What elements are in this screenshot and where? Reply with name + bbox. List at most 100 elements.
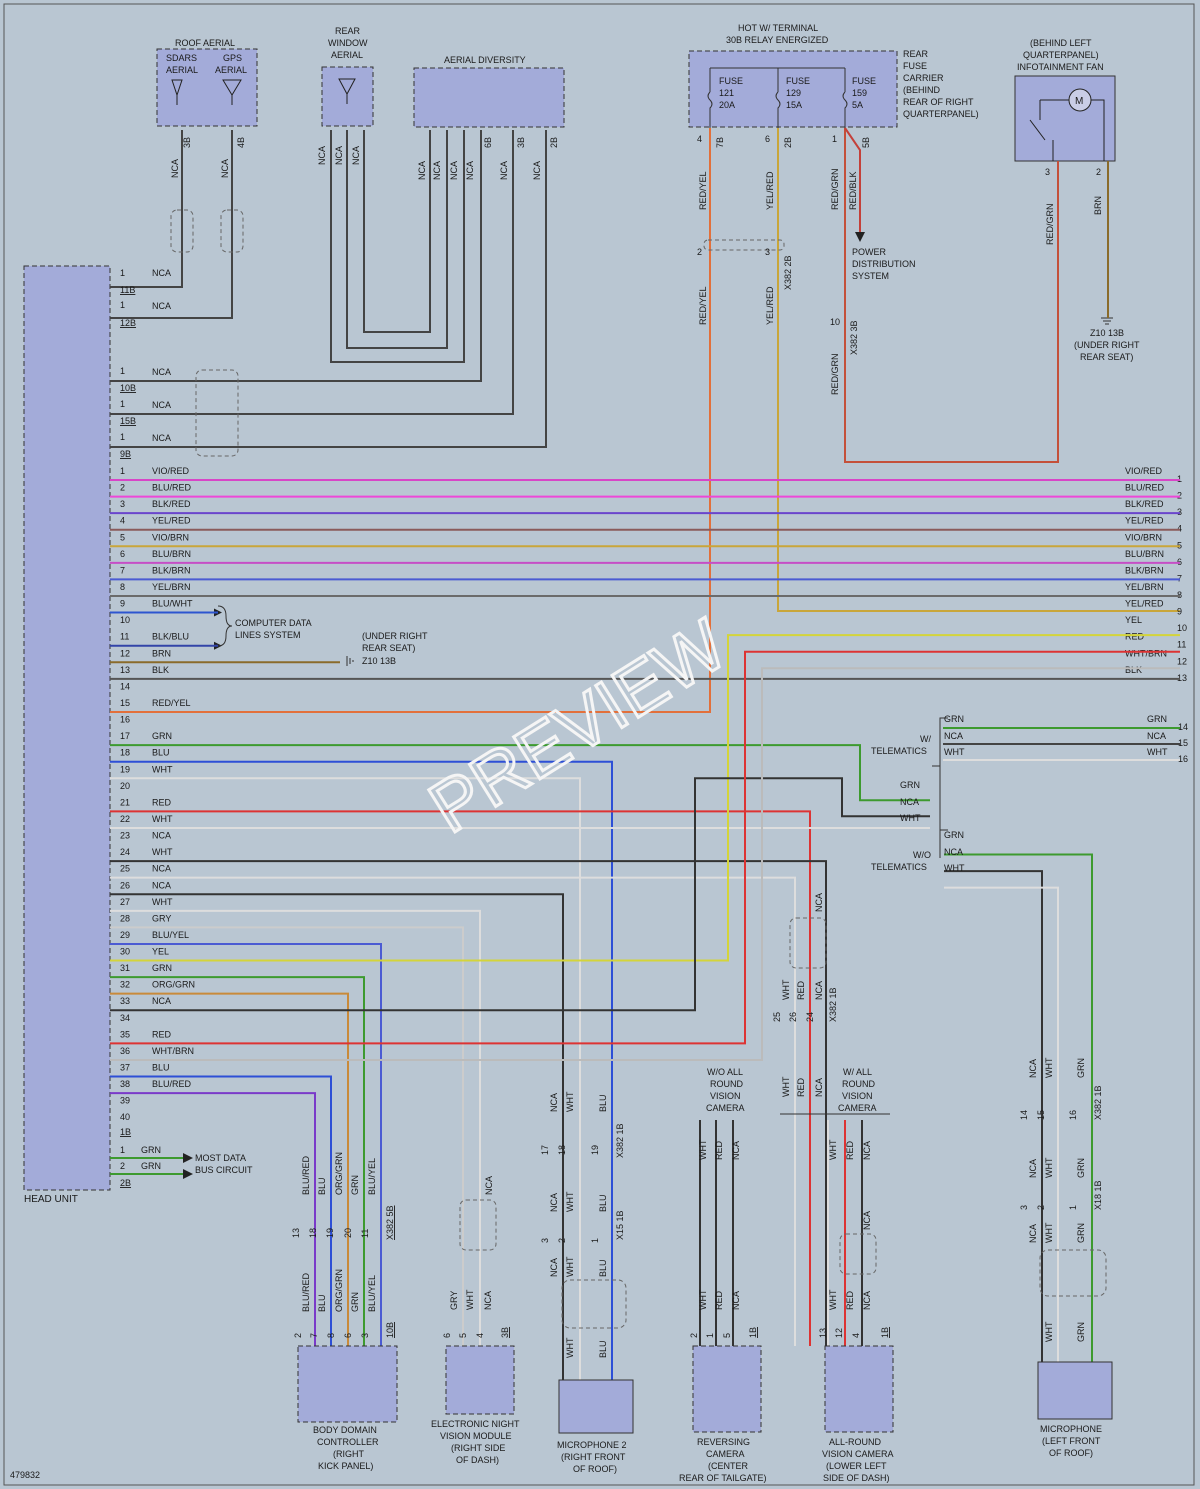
conn-label: 10B: [120, 383, 136, 393]
right-wire-label: BLK/BRN: [1125, 565, 1164, 575]
tw-3: WHT: [944, 747, 965, 757]
pin-label: YEL: [152, 947, 169, 957]
twr-1: GRN: [1147, 714, 1167, 724]
rc-1: REVERSING: [697, 1437, 750, 1447]
pin-number: 5: [120, 532, 125, 542]
pin-number: 24: [805, 1012, 815, 1022]
pin-number: 10: [120, 615, 130, 625]
fan-pin-2: 2: [1096, 167, 1101, 177]
x382-3b: X382 3B: [849, 320, 859, 355]
vertical-wire-label: WHT: [1044, 1321, 1054, 1342]
svg-text:1: 1: [120, 366, 125, 376]
right-wire-label: BLU/BRN: [1125, 549, 1164, 559]
pin-number: 17: [120, 731, 130, 741]
pin-label: BLU/RED: [152, 1079, 192, 1089]
pin-label: NCA: [152, 367, 171, 377]
pin-number: 36: [120, 1046, 130, 1056]
vertical-wire-label: WHT: [828, 1139, 838, 1160]
vertical-wire-label: GRN: [1076, 1322, 1086, 1342]
pin-label: WHT: [152, 814, 173, 824]
pin-label: WHT/BRN: [152, 1046, 194, 1056]
pin-label: BLK/BRN: [152, 565, 191, 575]
wire-loop-3: [363, 130, 431, 333]
right-pin: 12: [1177, 656, 1187, 666]
tm-1: GRN: [900, 780, 920, 790]
tm-2: NCA: [900, 797, 919, 807]
wo-4: CAMERA: [706, 1103, 745, 1113]
fan-wire-2: BRN: [1093, 196, 1103, 215]
w-2: ROUND: [842, 1079, 875, 1089]
pin-number: 13: [818, 1328, 828, 1338]
vertical-wire-label: BLU: [317, 1294, 327, 1312]
bdc-3: (RIGHT: [333, 1449, 364, 1459]
pin-number: 18: [557, 1145, 567, 1155]
div-w5: NCA: [499, 161, 509, 180]
right-wire-label: VIO/BRN: [1125, 532, 1162, 542]
gnd-fan-2: (UNDER RIGHT: [1074, 340, 1140, 350]
vertical-wire-label: NCA: [484, 1176, 494, 1195]
pin-number: 35: [120, 1029, 130, 1039]
vertical-wire-label: RED: [845, 1290, 855, 1310]
wire: [110, 634, 1180, 962]
vertical-wire-label: NCA: [862, 1211, 872, 1230]
antenna-icon: [171, 79, 183, 105]
vertical-wire-label: RED: [845, 1140, 855, 1160]
pin-label: BLK/RED: [152, 499, 191, 509]
pin-number: 2: [689, 1333, 699, 1338]
reversing-camera: REVERSING CAMERA (CENTER REAR OF TAILGAT…: [679, 1067, 767, 1483]
wo-1: W/O ALL: [707, 1067, 743, 1077]
fmp-3: 10: [830, 317, 840, 327]
pin-number: 23: [120, 831, 130, 841]
shield: [220, 209, 244, 253]
aerial-diversity: AERIAL DIVERSITY NCA NCA NCA NCA NCA NCA…: [413, 55, 565, 180]
top-wires: [110, 127, 1180, 713]
pin-number: 16: [1068, 1110, 1078, 1120]
vertical-wire-label: BLU/YEL: [367, 1158, 377, 1195]
right-pin: 9: [1177, 607, 1182, 617]
vertical-wire-label: GRN: [350, 1292, 360, 1312]
vertical-wire-label: RED: [714, 1140, 724, 1160]
pin-label: RED: [152, 1029, 172, 1039]
x382-1b-micl: X382 1B: [1093, 1085, 1103, 1120]
pin-number: 14: [120, 681, 130, 691]
head-unit-box: [23, 265, 111, 1191]
svg-text:1: 1: [120, 432, 125, 442]
svg-text:1: 1: [120, 268, 125, 278]
pin-label: VIO/BRN: [152, 532, 189, 542]
vertical-wire-label: GRY: [449, 1291, 459, 1310]
pd-1: POWER: [852, 247, 887, 257]
fan-internal-wiring: [1029, 99, 1105, 161]
pin-number: 37: [120, 1063, 130, 1073]
wire: [110, 810, 811, 1346]
right-wire-label: YEL/BRN: [1125, 582, 1164, 592]
wo-3: VISION: [710, 1091, 741, 1101]
w-3: VISION: [842, 1091, 873, 1101]
tw-1: GRN: [944, 714, 964, 724]
fuse-pin-c1: 7B: [715, 137, 725, 148]
pin-label: BLU/YEL: [152, 930, 189, 940]
wire-loop-2: [346, 130, 448, 349]
gps-label-2: AERIAL: [215, 65, 247, 75]
wire-red-yel: [110, 128, 711, 713]
pin-number: 19: [590, 1145, 600, 1155]
nv-conn: 3B: [500, 1327, 510, 1338]
conn-label: 12B: [120, 318, 136, 328]
antenna-icon: [338, 78, 356, 104]
nv-4: OF DASH): [456, 1455, 499, 1465]
fc-2: FUSE: [903, 61, 927, 71]
pin-number: 25: [772, 1012, 782, 1022]
div-pin-3: 2B: [549, 137, 559, 148]
vertical-wire-label: NCA: [731, 1141, 741, 1160]
hot-terminal-1: HOT W/ TERMINAL: [738, 23, 818, 33]
most-1: MOST DATA: [195, 1153, 246, 1163]
fan-box: [1014, 75, 1116, 162]
pin-label: RED: [152, 797, 172, 807]
x382-1b-cam: X382 1B: [828, 987, 838, 1022]
pin-number: 2: [557, 1238, 567, 1243]
bdc-conn: 10B: [385, 1322, 395, 1338]
pin-number: 11: [120, 632, 129, 642]
right-pin: 10: [1177, 623, 1187, 633]
ac-1: ALL-ROUND: [829, 1437, 882, 1447]
